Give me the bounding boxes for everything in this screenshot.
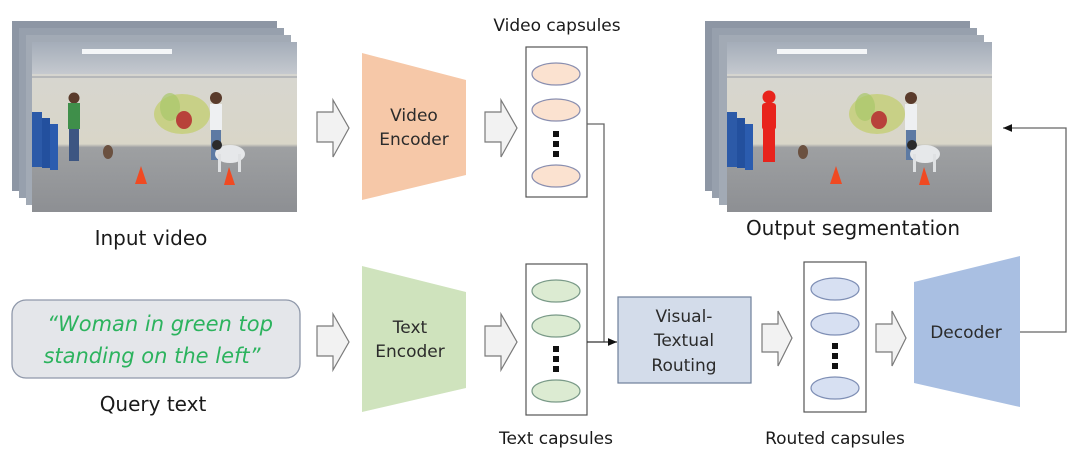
output-frame-front xyxy=(727,42,992,212)
woman-green-legs xyxy=(69,129,79,161)
block-arrow-encoder-to-video-capsules xyxy=(484,97,518,158)
video-encoder-label-line1: Video xyxy=(390,106,438,126)
video-capsules-ellipsis xyxy=(553,131,559,157)
output-segmentation-stack xyxy=(705,21,992,212)
output-segmentation-caption: Output segmentation xyxy=(746,216,960,240)
routed-capsules-title: Routed capsules xyxy=(765,429,905,449)
text-capsule xyxy=(531,379,581,403)
text-capsule xyxy=(531,279,581,303)
input-video-caption: Input video xyxy=(95,226,208,250)
text-encoder: Text Encoder xyxy=(362,266,466,412)
routing-box xyxy=(617,296,752,384)
block-arrow-routing-to-routed-capsules xyxy=(761,310,793,367)
text-capsule xyxy=(531,314,581,338)
routing-label-line3: Routing xyxy=(651,356,716,376)
video-capsules-title: Video capsules xyxy=(493,16,620,36)
query-line2: standing on the left” xyxy=(43,344,261,368)
video-capsules xyxy=(525,46,588,198)
visual-textual-routing: Visual- Textual Routing xyxy=(617,296,752,384)
video-capsule xyxy=(531,98,581,122)
query-line1: “Woman in green top xyxy=(47,312,273,336)
connector-video-capsules-to-routing xyxy=(587,123,605,342)
routed-capsule xyxy=(810,312,860,336)
connector-decoder-to-output xyxy=(1003,124,1067,333)
video-capsule xyxy=(531,164,581,188)
video-encoder: Video Encoder xyxy=(362,53,466,200)
decoder: Decoder xyxy=(914,256,1020,407)
block-arrow-routed-capsules-to-decoder xyxy=(875,310,907,367)
woman-green-top xyxy=(68,103,80,129)
routed-capsule xyxy=(810,277,860,301)
text-capsules xyxy=(525,263,588,416)
woman-green-head xyxy=(68,92,80,104)
block-arrow-query-to-encoder xyxy=(316,311,350,373)
query-box xyxy=(11,299,301,379)
routing-label-line1: Visual- xyxy=(656,307,713,327)
text-encoder-label-line1: Text xyxy=(392,318,428,338)
text-capsules-title: Text capsules xyxy=(498,429,613,449)
video-capsule xyxy=(531,62,581,86)
text-encoder-label-line2: Encoder xyxy=(375,342,445,362)
video-frame-front xyxy=(32,42,297,212)
block-arrow-video-to-encoder xyxy=(316,97,350,158)
segmentation-mask xyxy=(762,90,776,162)
query-text-caption: Query text xyxy=(100,392,207,416)
decoder-label: Decoder xyxy=(930,323,1002,343)
routed-capsules-ellipsis xyxy=(832,343,838,369)
routed-capsule xyxy=(810,376,860,400)
video-encoder-shape xyxy=(362,53,466,200)
routed-capsules xyxy=(803,261,867,413)
block-arrow-encoder-to-text-capsules xyxy=(484,311,518,373)
text-encoder-shape xyxy=(362,266,466,412)
routing-label-line2: Textual xyxy=(653,331,714,351)
text-capsules-ellipsis xyxy=(553,346,559,372)
video-encoder-label-line2: Encoder xyxy=(379,130,449,150)
query-text-box: “Woman in green top standing on the left… xyxy=(11,299,301,379)
input-video-stack xyxy=(12,21,297,212)
decoder-shape xyxy=(914,256,1020,407)
